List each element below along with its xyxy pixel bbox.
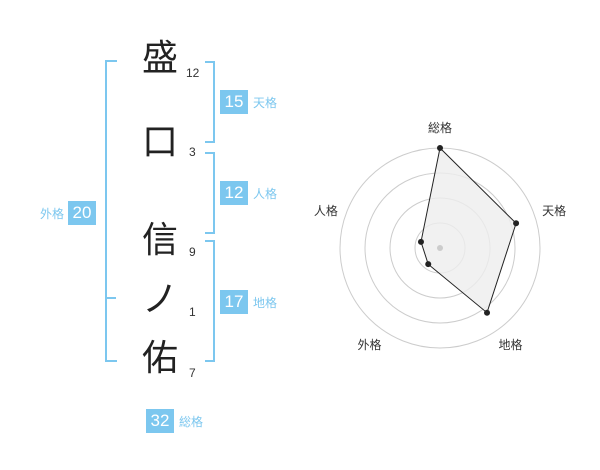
radar-point (425, 261, 432, 268)
soukaku-value: 32 (146, 409, 174, 433)
chikaku-label: 地格 (253, 295, 278, 310)
radar-axis-label: 天格 (542, 203, 566, 218)
gaikaku-label: 外格 (40, 206, 65, 221)
jinkaku-bracket (205, 152, 215, 234)
soukaku-label: 総格 (179, 414, 204, 429)
stroke-count-2: 3 (189, 145, 196, 159)
radar-axis-label: 人格 (314, 203, 338, 218)
radar-axis-label: 外格 (357, 337, 381, 352)
chikaku-value: 17 (220, 290, 248, 314)
name-char-2: 口 (141, 122, 178, 163)
radar-point (417, 238, 424, 245)
radar-center-dot (437, 245, 443, 251)
stroke-count-4: 1 (189, 305, 196, 319)
radar-area (421, 148, 517, 313)
tenkaku-value: 15 (220, 90, 248, 114)
stroke-count-5: 7 (189, 366, 196, 380)
chikaku-score: 17 地格 (220, 290, 277, 314)
soukaku-score: 32 総格 (146, 409, 203, 433)
jinkaku-value: 12 (220, 181, 248, 205)
tenkaku-label: 天格 (253, 95, 278, 110)
name-char-5: 佑 (141, 338, 178, 379)
gaikaku-score: 外格 20 (40, 201, 97, 225)
radar-axis-label: 総格 (428, 120, 452, 135)
stroke-count-3: 9 (189, 245, 196, 259)
radar-point (484, 309, 491, 316)
tenkaku-bracket (205, 61, 215, 143)
name-char-3: 信 (141, 220, 178, 261)
radar-series-line (420, 146, 517, 314)
radar-point (437, 145, 443, 151)
name-char-4: ノ (141, 279, 178, 320)
radar-axis-label: 地格 (499, 337, 523, 352)
name-char-1: 盛 (141, 38, 178, 79)
radar-point (513, 220, 520, 227)
jinkaku-label: 人格 (253, 186, 278, 201)
chikaku-bracket (205, 240, 215, 362)
tenkaku-score: 15 天格 (220, 90, 277, 114)
gaikaku-value: 20 (68, 201, 97, 225)
stroke-count-1: 12 (186, 66, 200, 80)
gaikaku-bracket (105, 60, 117, 362)
gaikaku-bracket-notch (106, 297, 116, 299)
jinkaku-score: 12 人格 (220, 181, 277, 205)
